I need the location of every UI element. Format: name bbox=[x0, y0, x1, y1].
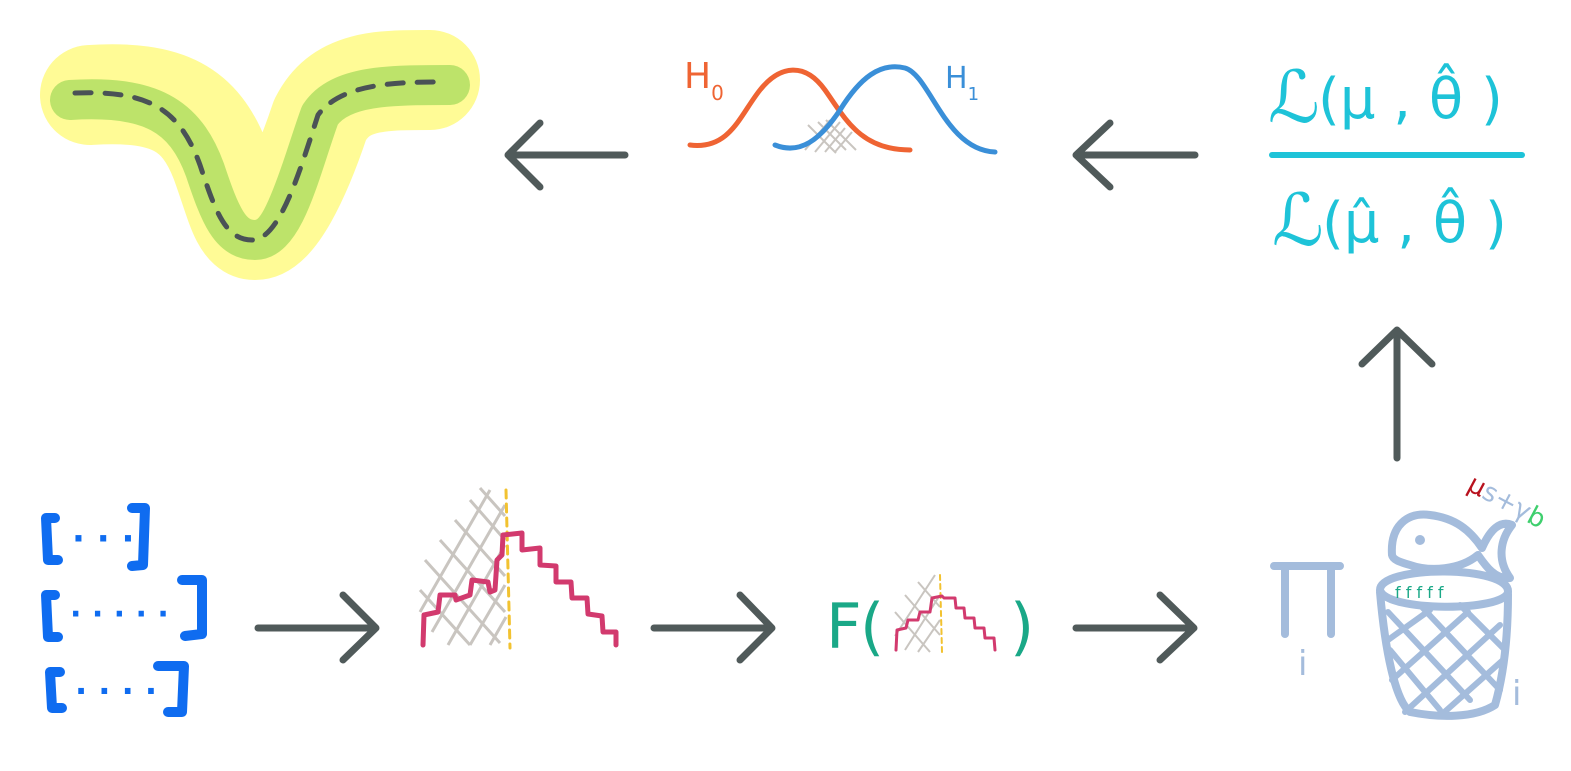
product-index: i bbox=[1298, 644, 1307, 684]
histogram-steps bbox=[420, 530, 619, 648]
data-array-2-dots: · · · · · bbox=[70, 597, 169, 632]
arrow-up bbox=[1358, 326, 1436, 462]
basket-weave bbox=[1385, 602, 1508, 719]
histogram-icon bbox=[418, 487, 619, 650]
lr-denominator-args: (μ̂ , θ̂ ) bbox=[1322, 188, 1507, 256]
function-of-histogram-icon: F ( ) bbox=[826, 574, 1034, 663]
mini-histogram-cut-line bbox=[939, 574, 943, 653]
arrow-right-bottom-1 bbox=[254, 591, 380, 664]
h1-letter: H bbox=[945, 61, 968, 96]
fish-basket-icon: f f f f f i μs+γb bbox=[1376, 469, 1551, 720]
histogram-cut-line bbox=[504, 488, 512, 650]
data-array-3: · · · · bbox=[45, 661, 189, 717]
mini-histogram-hatch bbox=[894, 574, 941, 653]
h1-label: H1 bbox=[945, 61, 979, 105]
fish-marks: f f f f f bbox=[1395, 583, 1444, 602]
h0-letter: H bbox=[684, 56, 711, 97]
histogram-hatch bbox=[418, 487, 508, 647]
h1-subscript: 1 bbox=[968, 84, 979, 105]
product-symbol-icon: i bbox=[1270, 562, 1344, 684]
limit-band-icon bbox=[40, 30, 480, 280]
hypothesis-distributions-icon: H0 H1 bbox=[684, 56, 998, 155]
function-close-paren: ) bbox=[1010, 590, 1034, 663]
h0-subscript: 0 bbox=[711, 81, 724, 105]
h0-label: H0 bbox=[684, 56, 724, 105]
likelihood-ratio-icon: ℒ (μ , θ̂ ) ℒ (μ̂ , θ̂ ) bbox=[1268, 55, 1525, 262]
fish-body bbox=[1387, 510, 1516, 583]
arrow-left-top-2 bbox=[1072, 119, 1199, 191]
product-symbol bbox=[1270, 562, 1344, 638]
mini-histogram-steps bbox=[894, 594, 997, 652]
lr-numerator-L: ℒ bbox=[1268, 55, 1320, 139]
h0-curve bbox=[687, 67, 913, 153]
fish-eye bbox=[1415, 535, 1425, 545]
function-name: F bbox=[826, 590, 862, 663]
data-arrays-icon: · · · · · · · · · · · · bbox=[41, 503, 207, 717]
lr-numerator-args: (μ , θ̂ ) bbox=[1318, 64, 1503, 132]
band-center-dashes bbox=[72, 79, 443, 243]
data-array-1: · · · bbox=[41, 503, 150, 571]
data-array-3-dots: · · · · bbox=[75, 672, 157, 710]
h1-curve bbox=[772, 64, 998, 155]
function-open-paren: ( bbox=[860, 590, 884, 663]
arrow-left-top-1 bbox=[504, 119, 629, 191]
data-array-2: · · · · · bbox=[41, 575, 207, 642]
arrow-right-bottom-3 bbox=[1072, 591, 1198, 664]
basket-index: i bbox=[1512, 674, 1521, 714]
data-array-1-dots: · · · bbox=[72, 519, 134, 559]
lr-denominator-L: ℒ bbox=[1272, 178, 1324, 262]
arrow-right-bottom-2 bbox=[650, 591, 776, 664]
